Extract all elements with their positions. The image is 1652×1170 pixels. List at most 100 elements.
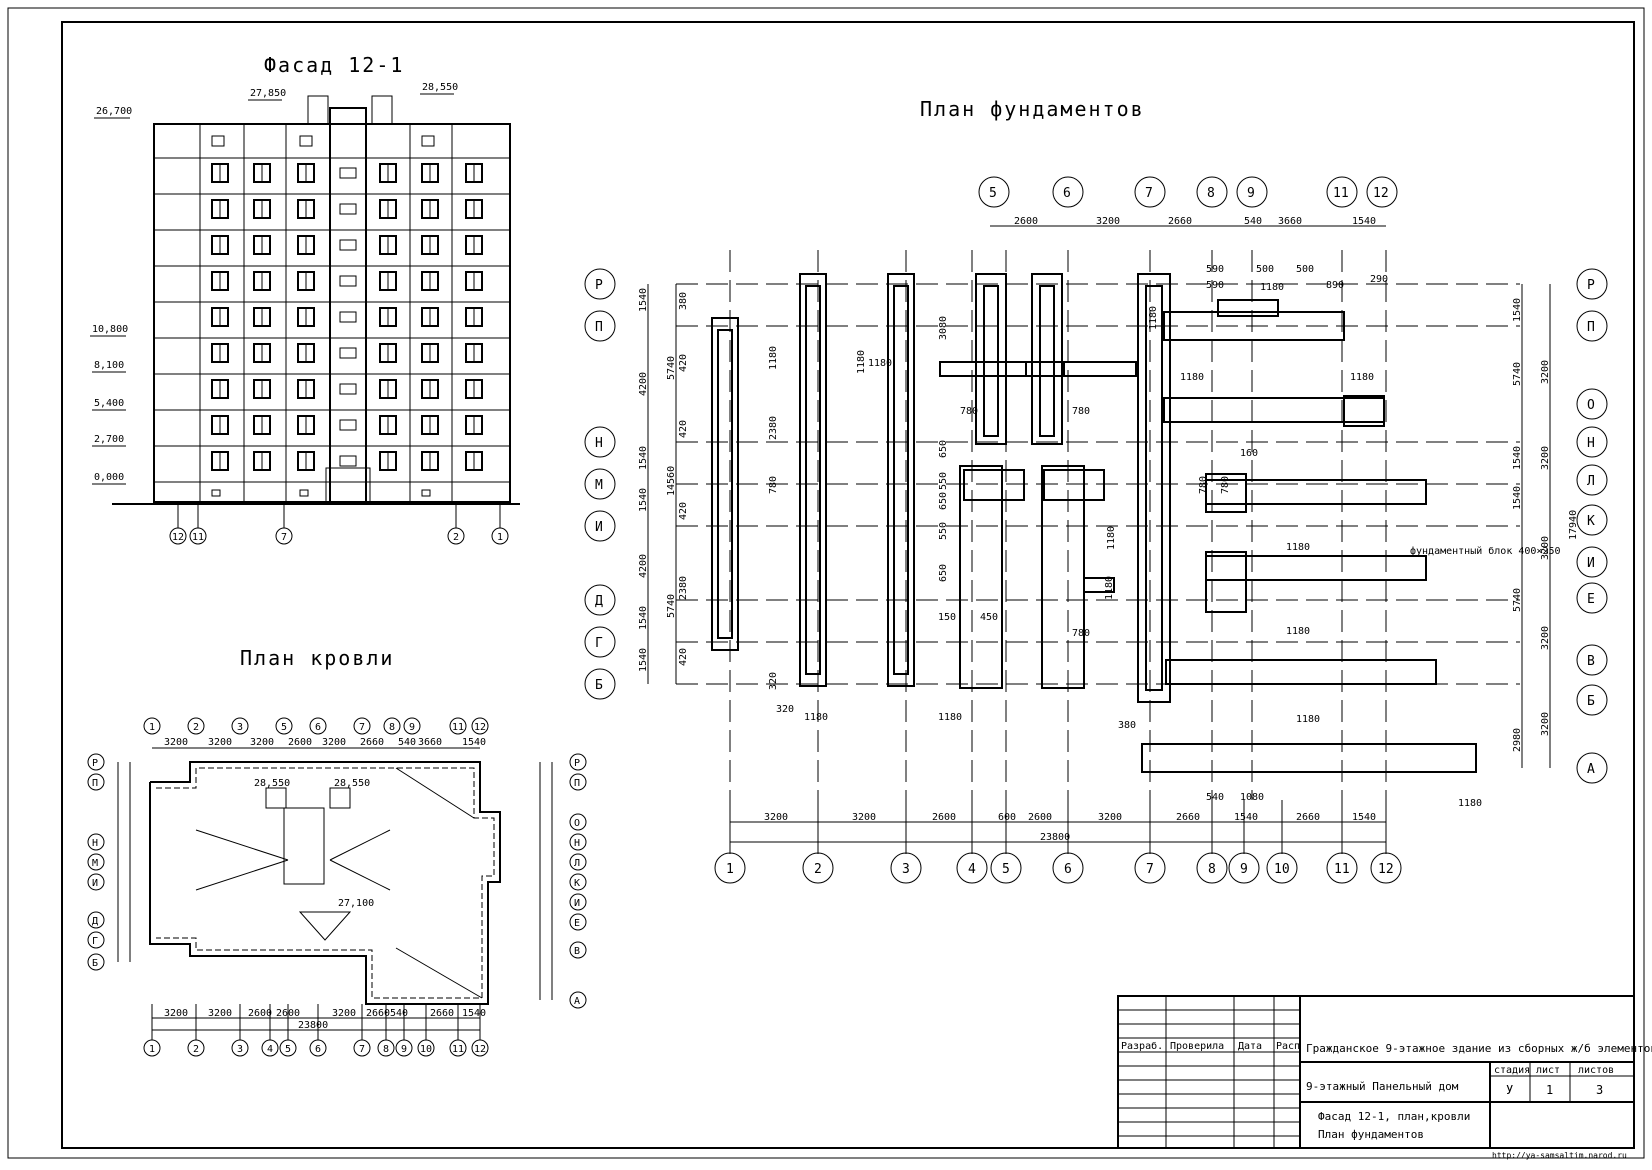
foundation-strip (1025, 361, 1137, 377)
axis-label: Е (574, 918, 580, 929)
foundation-strip (805, 285, 821, 675)
axis-label: 1 (149, 1044, 155, 1055)
foundation-bottom-axes: 3200 3200 2600 600 2600 3200 2660 1540 2… (714, 800, 1402, 884)
dimension: 2660 (360, 737, 384, 748)
dimension: 3660 (418, 737, 442, 748)
dimension: 780 (1072, 628, 1090, 639)
dimension: 1540 (638, 606, 649, 630)
axis-label: В (574, 946, 580, 957)
dimension: 3200 (1098, 812, 1122, 823)
dimension: 1540 (1512, 298, 1523, 322)
foundation-strip (959, 465, 1003, 689)
dimension: 1180 (1286, 542, 1310, 553)
stair-window (339, 311, 357, 323)
dimension: 1540 (462, 1008, 486, 1019)
roof-shaft-right (371, 95, 393, 125)
axis-label: 11 (452, 722, 464, 733)
stamp-url: http://ya-samsaltim.narod.ru (1492, 1151, 1627, 1160)
dimension: 17940 (1568, 510, 1579, 540)
axis-label: 1 (497, 532, 503, 543)
axis-label: 6 (315, 1044, 321, 1055)
foundation-strip (893, 285, 909, 675)
attic-vent (299, 135, 313, 147)
dimension: 3200 (1540, 360, 1551, 384)
dimension: 1540 (1352, 812, 1376, 823)
level-mark: 26,700 (96, 106, 132, 117)
dimension: 1180 (938, 712, 962, 723)
axis-label: П (595, 320, 603, 335)
dimension: 1540 (462, 737, 486, 748)
axis-label: К (574, 878, 580, 889)
dimension: 2600 (1028, 812, 1052, 823)
dimension: 540 (1206, 792, 1224, 803)
dimension: 500 (1296, 264, 1314, 275)
axis-label: И (574, 898, 580, 909)
dimension: 380 (1118, 720, 1136, 731)
dimension: 3200 (1540, 536, 1551, 560)
axis-label: Р (92, 758, 98, 769)
stair-window (339, 419, 357, 431)
level-mark: 28,550 (422, 82, 458, 93)
dimension: 1180 (868, 358, 892, 369)
axis-label: Р (595, 278, 603, 293)
stamp-header-developer: Разраб. (1121, 1040, 1163, 1052)
foundation-strip (1141, 743, 1477, 773)
axis-label: 11 (192, 532, 204, 543)
stamp-project-name: Гражданское 9-этажное здание из сборных … (1306, 1042, 1652, 1055)
axis-label: 2 (193, 1044, 199, 1055)
axis-label: 2 (453, 532, 459, 543)
dimension: 3080 (938, 316, 949, 340)
axis-label: Н (574, 838, 580, 849)
axis-label: 3 (237, 1044, 243, 1055)
dimension: 3200 (852, 812, 876, 823)
stair-tower (329, 107, 367, 503)
axis-label: 5 (281, 722, 287, 733)
dimension: 2660 (366, 1008, 390, 1019)
foundation-strip (1163, 397, 1385, 423)
roof-stair-shaft (283, 807, 325, 885)
foundation-plan: План фундаментов 5 6 7 8 9 11 12 2600 32… (584, 97, 1608, 884)
axis-label: 6 (1063, 186, 1071, 201)
axis-label: И (595, 520, 603, 535)
axis-label: Д (595, 594, 603, 609)
foundation-strip (887, 273, 915, 687)
dimension: 1180 (768, 346, 779, 370)
axis-label: В (1587, 654, 1595, 669)
axis-label: Б (92, 958, 98, 969)
outer-frame (7, 7, 1645, 1159)
axis-label: 8 (383, 1044, 389, 1055)
stair-window (339, 203, 357, 215)
foundation-strip (1205, 473, 1247, 513)
stair-window (339, 347, 357, 359)
dimension: 3200 (1096, 216, 1120, 227)
dimension: 1180 (1104, 576, 1115, 600)
axis-label: 5 (989, 186, 997, 201)
dimension: 540 (390, 1008, 408, 1019)
stair-window (339, 455, 357, 467)
dimension: 420 (678, 502, 689, 520)
axis-label: Б (595, 678, 603, 693)
stamp-header-date: Дата (1238, 1041, 1262, 1052)
axis-label: Г (92, 936, 98, 947)
axis-label: 9 (1240, 862, 1248, 877)
axis-label: 7 (359, 1044, 365, 1055)
dimension: 1080 (1240, 792, 1264, 803)
dimension: 1540 (1234, 812, 1258, 823)
dimension: 1180 (1180, 372, 1204, 383)
axis-label: И (1587, 556, 1595, 571)
dimension: 1540 (1512, 446, 1523, 470)
level-mark: 2,700 (94, 434, 124, 445)
dimension: 540 (1244, 216, 1262, 227)
level-mark: 27,850 (250, 88, 286, 99)
axis-label: 8 (1207, 186, 1215, 201)
axis-label: 7 (281, 532, 287, 543)
level-mark: 8,100 (94, 360, 124, 371)
foundation-strips (676, 250, 1520, 800)
axis-label: 12 (172, 532, 184, 543)
dimension: 650 (938, 440, 949, 458)
